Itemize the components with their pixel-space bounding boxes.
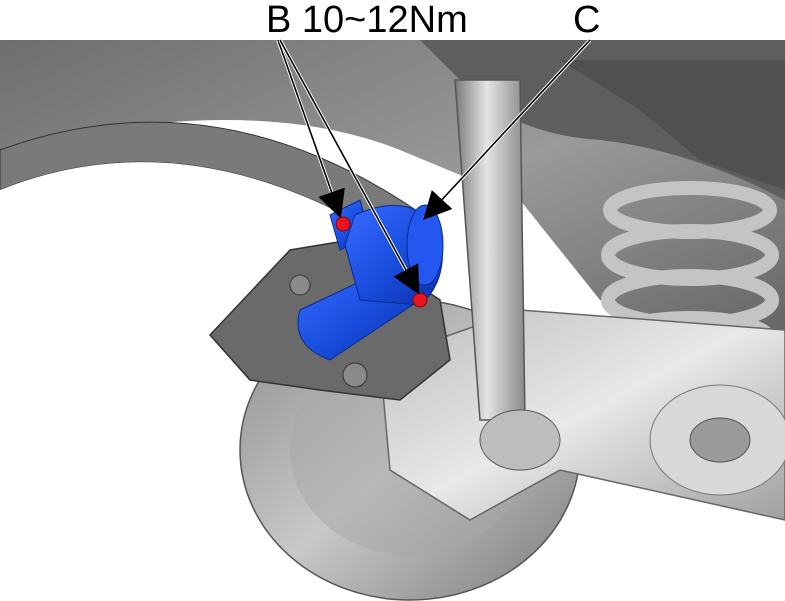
callout-label-b: B 10~12Nm <box>266 0 468 41</box>
actuator-bolt-upper <box>335 216 351 232</box>
callout-leaders <box>276 38 592 295</box>
actuator-bolts <box>335 216 428 308</box>
actuator-bolt-lower <box>412 292 428 308</box>
callout-label-c: C <box>573 0 601 41</box>
